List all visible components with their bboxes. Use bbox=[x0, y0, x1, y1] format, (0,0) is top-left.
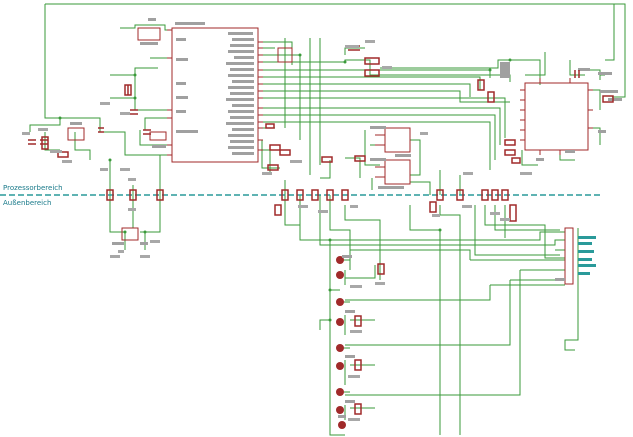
driver-chip bbox=[500, 62, 622, 161]
zone-label-exterior: Außenbereich bbox=[3, 199, 51, 207]
junction-dots bbox=[58, 53, 512, 322]
oscillator bbox=[137, 18, 161, 45]
transistor-stage-1 bbox=[336, 255, 385, 279]
transistor-stage-2 bbox=[336, 298, 362, 327]
left-ic bbox=[67, 122, 85, 141]
transistor-stages bbox=[336, 255, 385, 429]
passive-components bbox=[28, 45, 614, 222]
zone-label-processor: Prozessorbereich bbox=[3, 184, 63, 192]
transistor-stage-3 bbox=[336, 344, 362, 371]
wire-net bbox=[29, 3, 626, 436]
output-connector bbox=[555, 227, 596, 285]
part-labels bbox=[22, 40, 532, 421]
small-chip bbox=[277, 47, 293, 63]
regulator bbox=[112, 227, 148, 245]
opto-coupler-b bbox=[370, 158, 411, 189]
microcontroller bbox=[167, 22, 263, 163]
crystal bbox=[149, 131, 167, 148]
transistor-stage-4 bbox=[336, 388, 362, 415]
zone-separator: Prozessorbereich Außenbereich bbox=[0, 184, 600, 207]
transistor-stage-5 bbox=[338, 415, 346, 429]
opto-coupler-a bbox=[370, 126, 411, 157]
